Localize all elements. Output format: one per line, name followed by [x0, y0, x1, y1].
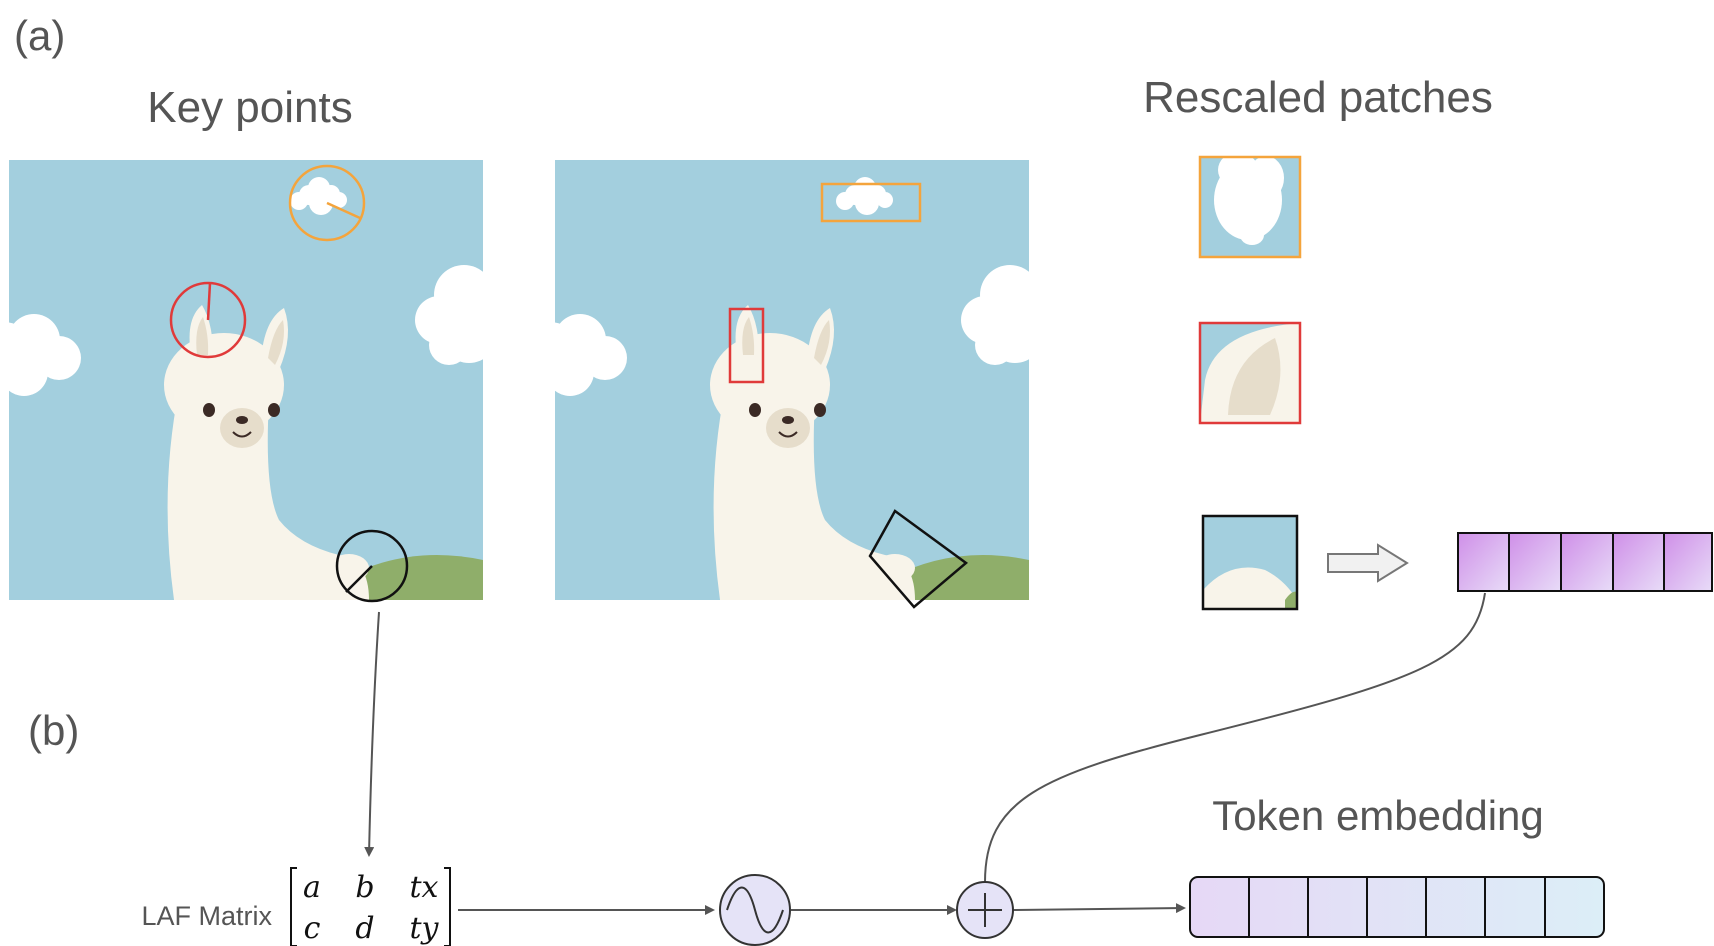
right-arrow-icon — [1327, 543, 1409, 583]
add-to-token-arrow — [1012, 903, 1186, 914]
patch-embedding-vector — [1457, 532, 1713, 592]
patch-embedding-cell — [1663, 532, 1713, 592]
matrix-left-bracket — [290, 867, 297, 946]
matrix-entry-c: c — [304, 911, 321, 946]
matrix-entry-b: b — [355, 870, 374, 905]
patch-embedding-cell — [1457, 532, 1510, 592]
heading-key-points: Key points — [147, 83, 352, 132]
matrix-entry-ty: ty — [409, 911, 439, 946]
affine-box-red — [728, 307, 765, 384]
panel-label-b: (b) — [28, 707, 79, 754]
laf-matrix: LAF Matrix a b tx c d ty — [141, 867, 451, 946]
patch-black — [1201, 514, 1299, 611]
laf-matrix-label: LAF Matrix — [141, 901, 272, 931]
keypoint-circle-orange — [288, 164, 366, 242]
panel-label-a: (a) — [14, 12, 65, 59]
affine-box-orange — [820, 182, 922, 223]
matrix-entry-d: d — [355, 911, 374, 946]
keypoint-to-laf-arrow — [364, 611, 380, 857]
heading-rescaled-patches: Rescaled patches — [1143, 73, 1493, 122]
token-embedding-vector — [1189, 876, 1605, 938]
keypoint-circle-black — [335, 529, 409, 603]
patch-embedding-cell — [1560, 532, 1614, 592]
plus-icon — [956, 881, 1014, 939]
patch-red — [1198, 321, 1302, 425]
keypoint-image — [9, 160, 483, 603]
keypoint-circle-red — [169, 281, 247, 359]
token-embedding-box — [1189, 876, 1605, 938]
patch-embedding-to-add-line — [984, 592, 1486, 883]
patch-orange — [1198, 155, 1302, 259]
affine-box-black — [868, 509, 969, 609]
matrix-entry-a: a — [303, 870, 321, 905]
patch-embedding-cell — [1508, 532, 1562, 592]
matrix-right-bracket — [444, 867, 451, 946]
patch-embedding-cell — [1612, 532, 1665, 592]
affine-region-image — [555, 160, 1029, 609]
matrix-entry-tx: tx — [410, 870, 439, 905]
sine-wave-icon — [719, 874, 791, 946]
heading-token-embedding: Token embedding — [1212, 792, 1544, 839]
